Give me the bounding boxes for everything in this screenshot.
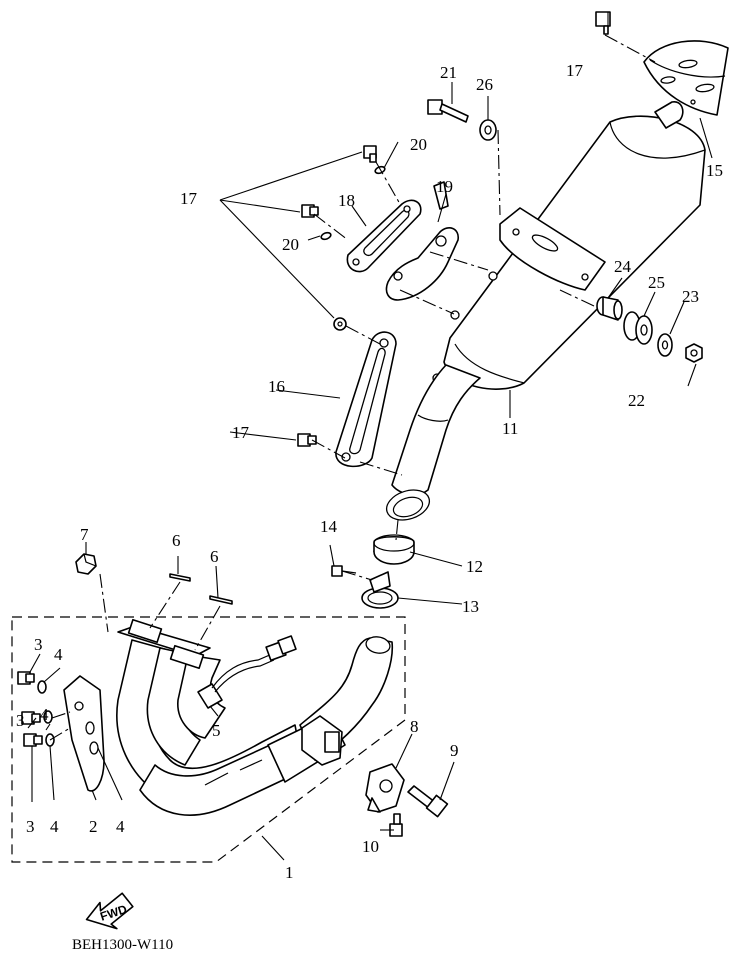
damper[interactable] bbox=[365, 763, 405, 813]
callout-3: 3 bbox=[16, 711, 25, 730]
callout-4: 4 bbox=[116, 817, 125, 836]
washer[interactable] bbox=[657, 333, 673, 357]
bolt[interactable] bbox=[17, 671, 35, 685]
assembly-centerlines bbox=[49, 34, 656, 741]
assembly-1-boundary bbox=[11, 616, 406, 863]
bolt[interactable] bbox=[297, 433, 317, 447]
bolt[interactable] bbox=[301, 204, 319, 218]
callout-17: 17 bbox=[232, 423, 250, 442]
callout-25: 25 bbox=[648, 273, 665, 292]
callout-14: 14 bbox=[320, 517, 338, 536]
callout-3: 3 bbox=[26, 817, 35, 836]
leader-lines bbox=[27, 12, 713, 861]
callout-21: 21 bbox=[440, 63, 457, 82]
callout-20: 20 bbox=[410, 135, 427, 154]
callout-3: 3 bbox=[34, 635, 43, 654]
muffler[interactable] bbox=[383, 101, 706, 525]
bolt[interactable] bbox=[21, 711, 41, 725]
damper[interactable] bbox=[623, 311, 653, 345]
callout-6: 6 bbox=[172, 531, 181, 550]
callout-5: 5 bbox=[212, 721, 221, 740]
nut[interactable] bbox=[75, 553, 97, 575]
callout-7: 7 bbox=[80, 525, 89, 544]
gasket[interactable] bbox=[209, 595, 233, 605]
exhaust-pipe-bracket[interactable] bbox=[63, 675, 105, 792]
washer[interactable] bbox=[43, 710, 53, 724]
bolt[interactable] bbox=[407, 785, 449, 818]
callout-9: 9 bbox=[450, 741, 459, 760]
bolt[interactable] bbox=[427, 99, 469, 123]
callout-24: 24 bbox=[614, 257, 632, 276]
callout-15: 15 bbox=[706, 161, 723, 180]
callout-17: 17 bbox=[180, 189, 198, 208]
washer[interactable] bbox=[37, 680, 47, 694]
callout-18: 18 bbox=[338, 191, 355, 210]
callout-labels: 1 2 3 3 3 4 4 4 4 5 6 6 7 8 9 10 11 12 1… bbox=[16, 61, 723, 882]
muffler-bracket[interactable] bbox=[346, 199, 422, 273]
collar[interactable] bbox=[596, 296, 623, 321]
callout-4: 4 bbox=[54, 645, 63, 664]
callout-19: 19 bbox=[436, 177, 453, 196]
gasket[interactable] bbox=[169, 573, 191, 582]
muffler-bracket-2[interactable] bbox=[385, 181, 459, 301]
bolt[interactable] bbox=[595, 11, 611, 35]
callout-8: 8 bbox=[410, 717, 419, 736]
forward-direction-arrow-icon: FWD bbox=[85, 892, 134, 930]
washer[interactable] bbox=[320, 231, 332, 241]
callout-17: 17 bbox=[566, 61, 584, 80]
clamp[interactable] bbox=[361, 571, 399, 609]
oxygen-sensor[interactable] bbox=[197, 635, 297, 709]
bolt[interactable] bbox=[23, 733, 43, 747]
callout-4: 4 bbox=[40, 705, 49, 724]
callout-26: 26 bbox=[476, 75, 493, 94]
callout-22: 22 bbox=[628, 391, 645, 410]
callout-12: 12 bbox=[466, 557, 483, 576]
callout-16: 16 bbox=[268, 377, 285, 396]
nut[interactable] bbox=[685, 343, 703, 363]
callout-23: 23 bbox=[682, 287, 699, 306]
callout-1: 1 bbox=[285, 863, 294, 882]
muffler-end-cap[interactable] bbox=[643, 40, 729, 116]
bolt[interactable] bbox=[389, 813, 403, 837]
bolt[interactable] bbox=[363, 145, 377, 163]
joint-gasket[interactable] bbox=[373, 534, 415, 565]
callout-10: 10 bbox=[362, 837, 379, 856]
bolt[interactable] bbox=[333, 317, 347, 331]
callout-2: 2 bbox=[89, 817, 98, 836]
callout-11: 11 bbox=[502, 419, 518, 438]
callout-20: 20 bbox=[282, 235, 299, 254]
exhaust-pipe-assembly[interactable] bbox=[116, 618, 394, 816]
callout-6: 6 bbox=[210, 547, 219, 566]
callout-4: 4 bbox=[50, 817, 59, 836]
muffler-stay[interactable] bbox=[335, 331, 397, 468]
collar[interactable] bbox=[479, 119, 497, 141]
callout-13: 13 bbox=[462, 597, 479, 616]
drawing-code: BEH1300-W110 bbox=[72, 937, 173, 953]
